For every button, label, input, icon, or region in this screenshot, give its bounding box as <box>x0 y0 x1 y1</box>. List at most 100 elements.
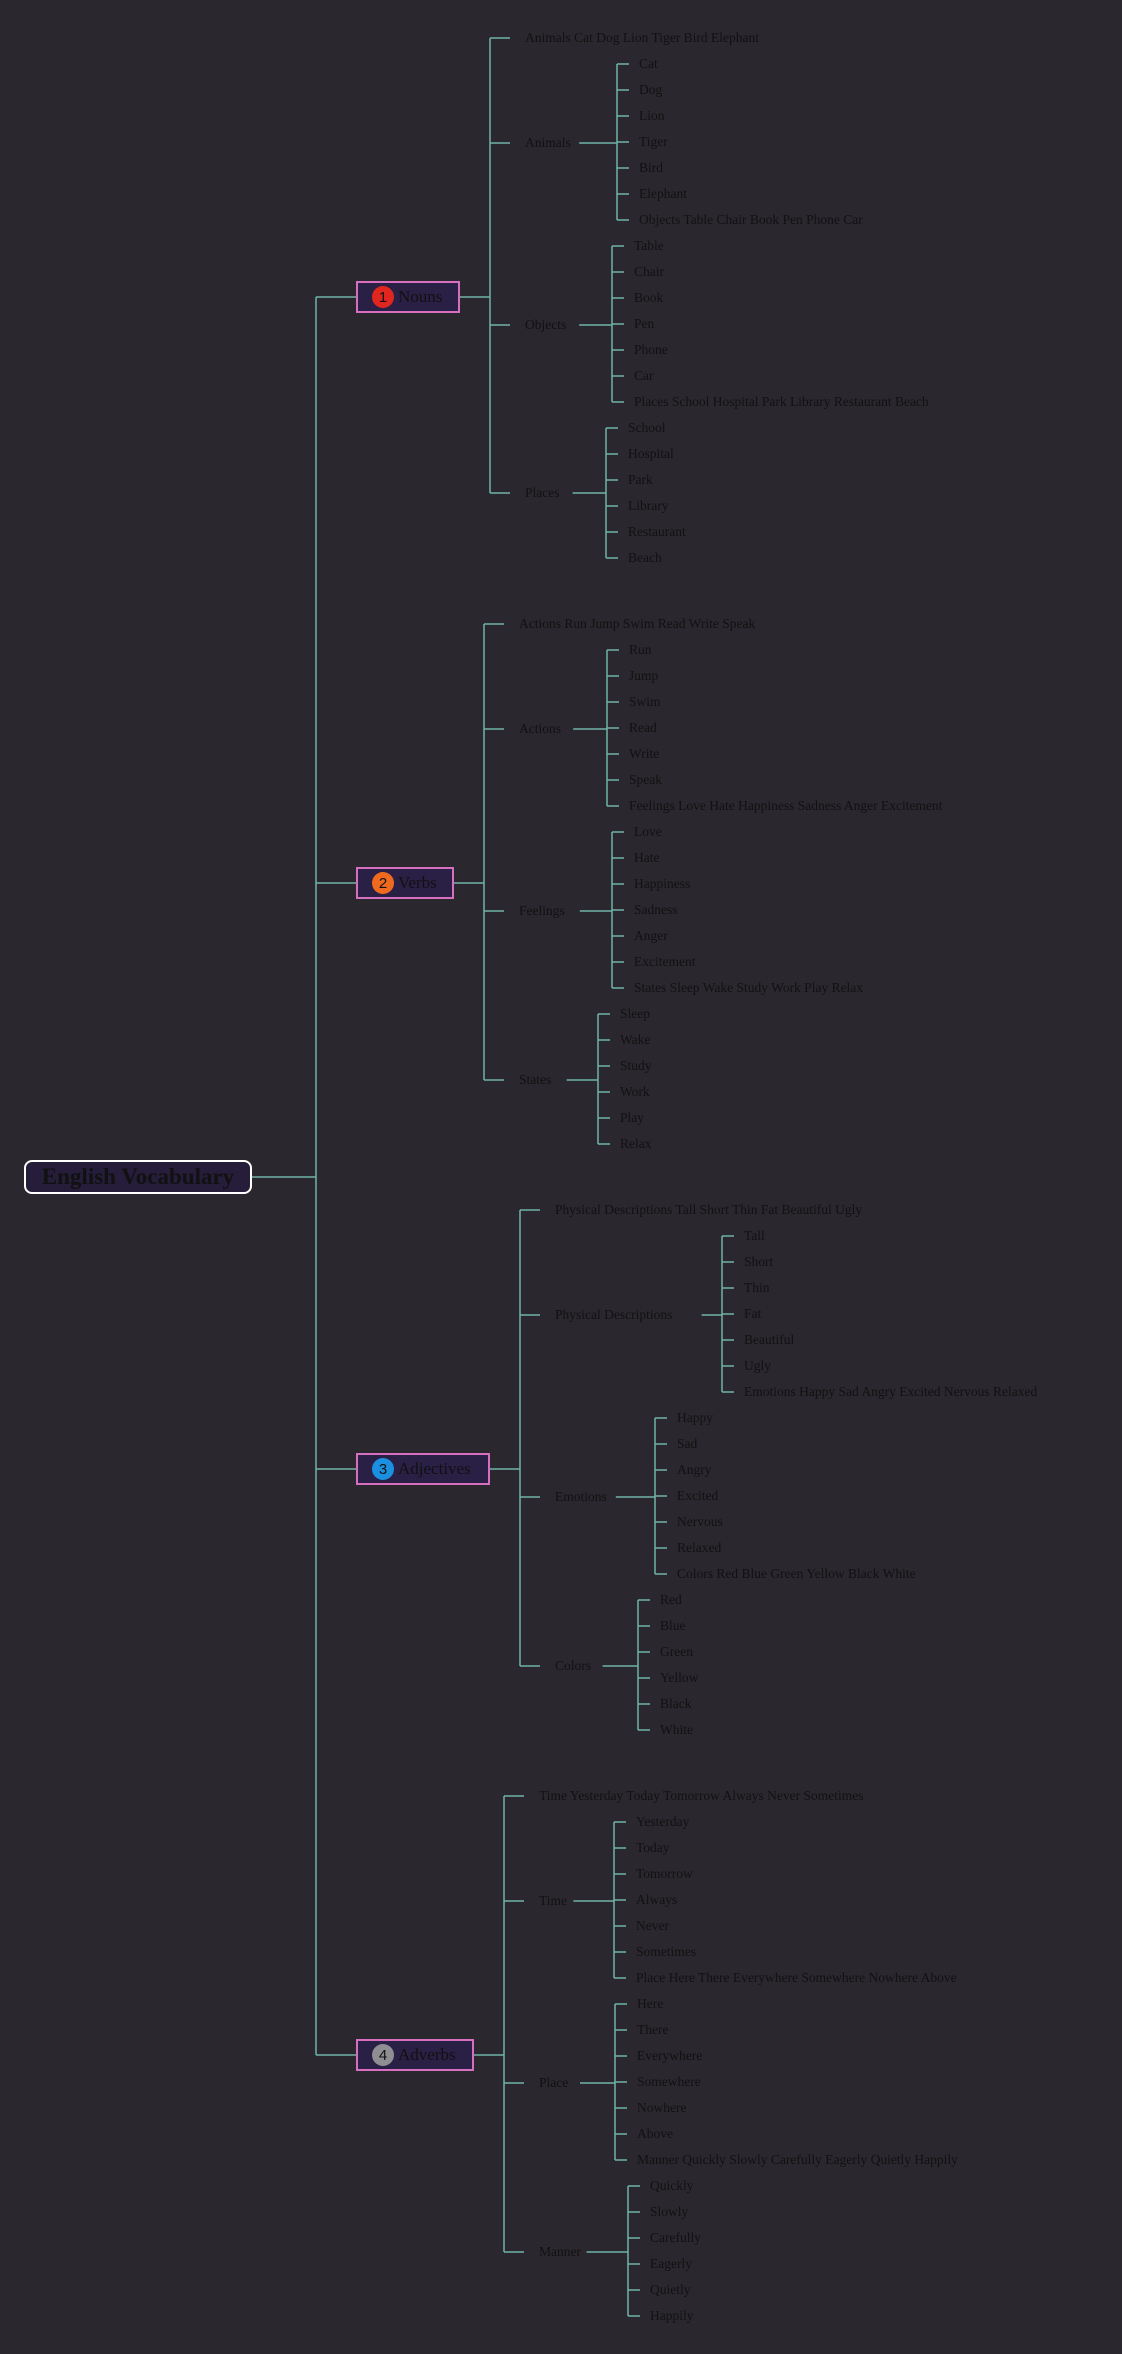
item-read[interactable]: Read <box>629 720 657 735</box>
item-nowhere[interactable]: Nowhere <box>637 2100 687 2115</box>
item-happy[interactable]: Happy <box>677 1410 713 1425</box>
item-happiness[interactable]: Happiness <box>634 876 691 891</box>
group-label[interactable]: Emotions <box>555 1489 607 1504</box>
item-run[interactable]: Run <box>629 642 652 657</box>
item-restaurant[interactable]: Restaurant <box>628 524 686 539</box>
group-label[interactable]: Animals <box>525 135 571 150</box>
item-short[interactable]: Short <box>744 1254 774 1269</box>
item-thin[interactable]: Thin <box>744 1280 770 1295</box>
group-summary[interactable]: Time Yesterday Today Tomorrow Always Nev… <box>539 1788 864 1803</box>
item-excitement[interactable]: Excitement <box>634 954 696 969</box>
group-label[interactable]: Colors <box>555 1658 592 1673</box>
item-white[interactable]: White <box>660 1722 693 1737</box>
item-red[interactable]: Red <box>660 1592 682 1607</box>
group-label[interactable]: Objects <box>525 317 567 332</box>
item-yellow[interactable]: Yellow <box>660 1670 699 1685</box>
group-summary[interactable]: States Sleep Wake Study Work Play Relax <box>634 980 864 995</box>
group-summary[interactable]: Place Here There Everywhere Somewhere No… <box>636 1970 957 1985</box>
item-love[interactable]: Love <box>634 824 662 839</box>
item-carefully[interactable]: Carefully <box>650 2230 701 2245</box>
item-angry[interactable]: Angry <box>677 1462 712 1477</box>
item-blue[interactable]: Blue <box>660 1618 686 1633</box>
item-happily[interactable]: Happily <box>650 2308 694 2323</box>
item-nervous[interactable]: Nervous <box>677 1514 723 1529</box>
item-elephant[interactable]: Elephant <box>639 186 687 201</box>
group-label[interactable]: Time <box>539 1893 568 1908</box>
item-book[interactable]: Book <box>634 290 664 305</box>
item-today[interactable]: Today <box>636 1840 670 1855</box>
item-sad[interactable]: Sad <box>677 1436 698 1451</box>
item-car[interactable]: Car <box>634 368 654 383</box>
item-table[interactable]: Table <box>634 238 664 253</box>
group-label[interactable]: States <box>519 1072 552 1087</box>
item-quietly[interactable]: Quietly <box>650 2282 691 2297</box>
group-label[interactable]: Place <box>539 2075 569 2090</box>
item-always[interactable]: Always <box>636 1892 678 1907</box>
item-never[interactable]: Never <box>636 1918 669 1933</box>
group-summary[interactable]: Animals Cat Dog Lion Tiger Bird Elephant <box>525 30 759 45</box>
item-tomorrow[interactable]: Tomorrow <box>636 1866 693 1881</box>
group-summary[interactable]: Manner Quickly Slowly Carefully Eagerly … <box>637 2152 958 2167</box>
item-lion[interactable]: Lion <box>639 108 665 123</box>
group-label[interactable]: Feelings <box>519 903 565 918</box>
item-work[interactable]: Work <box>620 1084 650 1099</box>
item-fat[interactable]: Fat <box>744 1306 762 1321</box>
item-black[interactable]: Black <box>660 1696 692 1711</box>
item-relaxed[interactable]: Relaxed <box>677 1540 722 1555</box>
item-speak[interactable]: Speak <box>629 772 662 787</box>
item-green[interactable]: Green <box>660 1644 693 1659</box>
item-study[interactable]: Study <box>620 1058 652 1073</box>
item-sleep[interactable]: Sleep <box>620 1006 650 1021</box>
item-eagerly[interactable]: Eagerly <box>650 2256 692 2271</box>
group-summary[interactable]: Colors Red Blue Green Yellow Black White <box>677 1566 916 1581</box>
item-hospital[interactable]: Hospital <box>628 446 674 461</box>
item-relax[interactable]: Relax <box>620 1136 652 1151</box>
item-excited[interactable]: Excited <box>677 1488 719 1503</box>
item-phone[interactable]: Phone <box>634 342 668 357</box>
group-summary[interactable]: Objects Table Chair Book Pen Phone Car <box>639 212 863 227</box>
item-everywhere[interactable]: Everywhere <box>637 2048 703 2063</box>
item-wake[interactable]: Wake <box>620 1032 651 1047</box>
item-ugly[interactable]: Ugly <box>744 1358 771 1373</box>
item-beautiful[interactable]: Beautiful <box>744 1332 795 1347</box>
item-hate[interactable]: Hate <box>634 850 660 865</box>
item-here[interactable]: Here <box>637 1996 664 2011</box>
item-school[interactable]: School <box>628 420 666 435</box>
group-label[interactable]: Physical Descriptions <box>555 1307 673 1322</box>
group-summary[interactable]: Places School Hospital Park Library Rest… <box>634 394 929 409</box>
item-slowly[interactable]: Slowly <box>650 2204 689 2219</box>
item-tiger[interactable]: Tiger <box>639 134 668 149</box>
group-summary[interactable]: Feelings Love Hate Happiness Sadness Ang… <box>629 798 943 813</box>
group-label[interactable]: Places <box>525 485 560 500</box>
item-above[interactable]: Above <box>637 2126 673 2141</box>
item-jump[interactable]: Jump <box>629 668 659 683</box>
item-swim[interactable]: Swim <box>629 694 661 709</box>
item-cat[interactable]: Cat <box>639 56 658 71</box>
item-play[interactable]: Play <box>620 1110 645 1125</box>
item-bird[interactable]: Bird <box>639 160 664 175</box>
item-park[interactable]: Park <box>628 472 653 487</box>
item-library[interactable]: Library <box>628 498 669 513</box>
group-summary[interactable]: Physical Descriptions Tall Short Thin Fa… <box>555 1202 863 1217</box>
group-summary[interactable]: Emotions Happy Sad Angry Excited Nervous… <box>744 1384 1038 1399</box>
item-sometimes[interactable]: Sometimes <box>636 1944 696 1959</box>
group-label[interactable]: Actions <box>519 721 561 736</box>
item-quickly[interactable]: Quickly <box>650 2178 694 2193</box>
item-sadness[interactable]: Sadness <box>634 902 678 917</box>
item-somewhere[interactable]: Somewhere <box>637 2074 701 2089</box>
item-there[interactable]: There <box>637 2022 669 2037</box>
item-chair[interactable]: Chair <box>634 264 664 279</box>
group-label[interactable]: Manner <box>539 2244 581 2259</box>
item-anger[interactable]: Anger <box>634 928 668 943</box>
item-pen[interactable]: Pen <box>634 316 655 331</box>
root-node[interactable]: English Vocabulary <box>24 1160 252 1194</box>
item-dog[interactable]: Dog <box>639 82 663 97</box>
group-summary[interactable]: Actions Run Jump Swim Read Write Speak <box>519 616 756 631</box>
item-write[interactable]: Write <box>629 746 660 761</box>
item-beach[interactable]: Beach <box>628 550 662 565</box>
item-yesterday[interactable]: Yesterday <box>636 1814 690 1829</box>
